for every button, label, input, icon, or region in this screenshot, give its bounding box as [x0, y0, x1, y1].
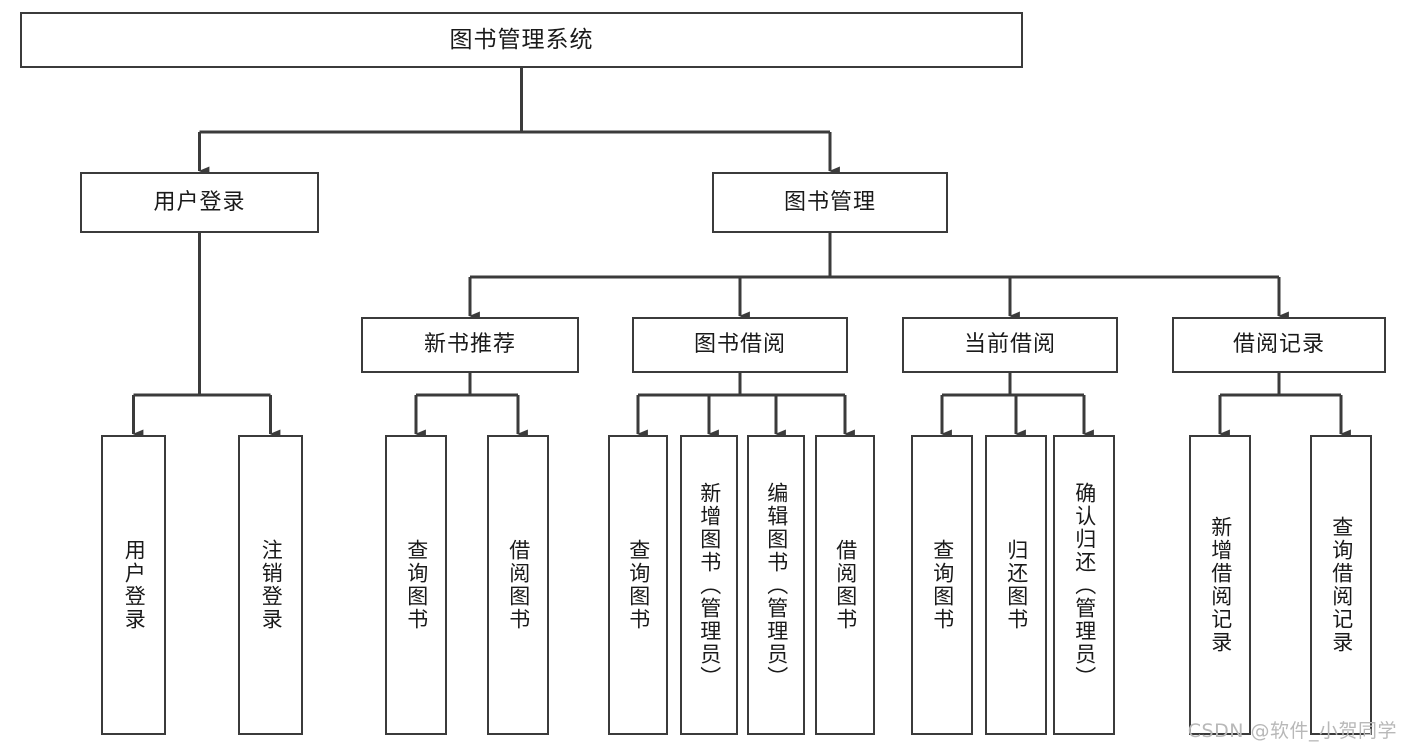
node-label: 归还图书: [1004, 539, 1029, 631]
node-label: 新增借阅记录: [1208, 516, 1233, 654]
node-label: 借阅图书: [506, 539, 531, 631]
node-leaf-record-query[interactable]: 查询借阅记录: [1310, 435, 1372, 735]
node-label: 查询图书: [626, 539, 651, 631]
node-label: 用户登录: [122, 539, 147, 631]
node-l2-record[interactable]: 借阅记录: [1172, 317, 1386, 373]
node-label: 编辑图书（管理员）: [764, 481, 789, 689]
node-leaf-current-query[interactable]: 查询图书: [911, 435, 973, 735]
node-l1-user[interactable]: 用户登录: [80, 172, 319, 233]
node-leaf-user-logout[interactable]: 注销登录: [238, 435, 303, 735]
node-leaf-borrow-edit[interactable]: 编辑图书（管理员）: [747, 435, 805, 735]
node-label: 注销登录: [259, 539, 284, 631]
node-l2-borrow[interactable]: 图书借阅: [632, 317, 848, 373]
node-leaf-borrow-lend[interactable]: 借阅图书: [815, 435, 875, 735]
node-label: 图书借阅: [693, 332, 786, 358]
node-label: 查询图书: [930, 539, 955, 631]
node-label: 借阅图书: [833, 539, 858, 631]
node-leaf-current-confirm[interactable]: 确认归还（管理员）: [1053, 435, 1115, 735]
node-root[interactable]: 图书管理系统: [20, 12, 1023, 68]
node-label: 用户登录: [153, 189, 246, 215]
node-label: 确认归还（管理员）: [1072, 481, 1097, 689]
node-label: 图书管理: [783, 189, 876, 215]
node-leaf-record-add[interactable]: 新增借阅记录: [1189, 435, 1251, 735]
node-label: 新增图书（管理员）: [697, 481, 722, 689]
node-label: 当前借阅: [963, 332, 1056, 358]
node-label: 查询借阅记录: [1329, 516, 1354, 654]
node-label: 图书管理系统: [449, 26, 594, 53]
node-leaf-borrow-add[interactable]: 新增图书（管理员）: [680, 435, 738, 735]
node-leaf-user-login[interactable]: 用户登录: [101, 435, 166, 735]
node-leaf-current-return[interactable]: 归还图书: [985, 435, 1047, 735]
node-leaf-borrow-query[interactable]: 查询图书: [608, 435, 668, 735]
node-leaf-new-query[interactable]: 查询图书: [385, 435, 447, 735]
node-leaf-new-borrow[interactable]: 借阅图书: [487, 435, 549, 735]
node-label: 借阅记录: [1232, 332, 1325, 358]
node-label: 新书推荐: [423, 332, 516, 358]
node-l2-current[interactable]: 当前借阅: [902, 317, 1118, 373]
node-label: 查询图书: [404, 539, 429, 631]
node-l2-new[interactable]: 新书推荐: [361, 317, 579, 373]
node-l1-book[interactable]: 图书管理: [712, 172, 948, 233]
csdn-watermark: CSDN @软件_小贺同学: [1187, 720, 1397, 742]
